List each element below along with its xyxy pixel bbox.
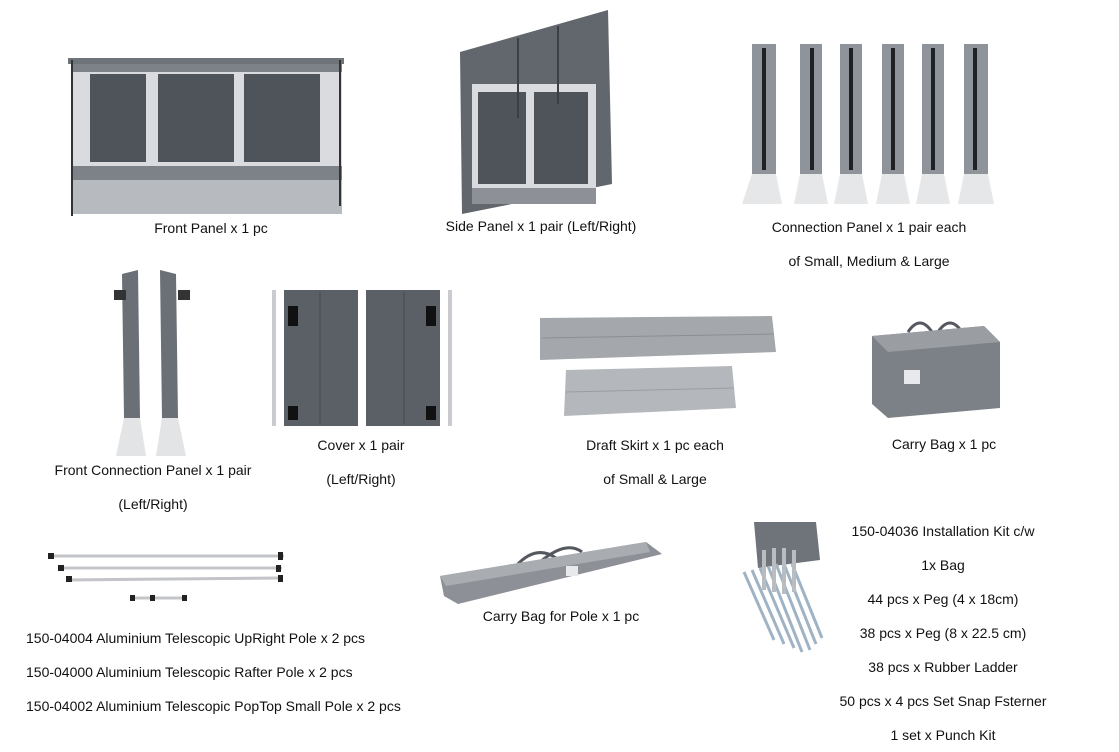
pole-bag-image xyxy=(436,530,664,608)
front-panel-caption: Front Panel x 1 pc xyxy=(154,220,268,236)
carry-bag-caption: Carry Bag x 1 pc xyxy=(891,436,997,452)
cover-caption-line1: Cover x 1 pair xyxy=(317,437,405,453)
draft-skirt-caption: Draft Skirt x 1 pc each of Small & Large xyxy=(560,428,750,496)
kit-line-peg-small: 44 pcs x Peg (4 x 18cm) xyxy=(867,591,1019,607)
kit-line-peg-large: 38 pcs x Peg (8 x 22.5 cm) xyxy=(859,625,1027,641)
front-connection-panel-caption-line2: (Left/Right) xyxy=(118,496,188,512)
kit-line-bag: 1x Bag xyxy=(921,557,965,573)
poles-caption: 150-04004 Aluminium Telescopic UpRight P… xyxy=(26,621,426,723)
connection-panel-caption-line2: of Small, Medium & Large xyxy=(788,253,950,269)
kit-line-title: 150-04036 Installation Kit c/w xyxy=(851,523,1035,539)
kit-line-snap-fastener: 50 pcs x 4 pcs Set Snap Fsterner xyxy=(839,693,1047,709)
front-connection-panel-image xyxy=(110,268,196,460)
carry-bag-image xyxy=(868,312,1004,422)
draft-skirt-image xyxy=(536,312,778,422)
pole-line-upright: 150-04004 Aluminium Telescopic UpRight P… xyxy=(26,630,366,646)
side-panel-caption: Side Panel x 1 pair (Left/Right) xyxy=(445,218,637,234)
cover-caption: Cover x 1 pair (Left/Right) xyxy=(286,428,436,496)
installation-kit-caption: 150-04036 Installation Kit c/w 1x Bag 44… xyxy=(820,514,1066,752)
kit-line-punch-kit: 1 set x Punch Kit xyxy=(890,727,996,743)
pole-bag-caption: Carry Bag for Pole x 1 pc xyxy=(482,608,640,624)
cover-caption-line2: (Left/Right) xyxy=(326,471,396,487)
front-panel-image xyxy=(68,56,348,220)
kit-line-rubber-ladder: 38 pcs x Rubber Ladder xyxy=(868,659,1018,675)
connection-panel-caption-line1: Connection Panel x 1 pair each xyxy=(771,219,967,235)
installation-kit-image xyxy=(734,520,834,660)
draft-skirt-caption-line1: Draft Skirt x 1 pc each xyxy=(586,437,724,453)
front-connection-panel-caption-line1: Front Connection Panel x 1 pair xyxy=(54,462,252,478)
draft-skirt-caption-line2: of Small & Large xyxy=(603,471,707,487)
connection-panel-image xyxy=(738,40,998,208)
pole-line-rafter: 150-04000 Aluminium Telescopic Rafter Po… xyxy=(26,664,353,680)
side-panel-image xyxy=(458,8,618,214)
front-connection-panel-caption: Front Connection Panel x 1 pair (Left/Ri… xyxy=(42,453,264,521)
cover-image xyxy=(270,288,454,430)
pole-line-poptop: 150-04002 Aluminium Telescopic PopTop Sm… xyxy=(26,698,401,714)
poles-image xyxy=(46,548,290,610)
connection-panel-caption: Connection Panel x 1 pair each of Small,… xyxy=(744,210,994,278)
